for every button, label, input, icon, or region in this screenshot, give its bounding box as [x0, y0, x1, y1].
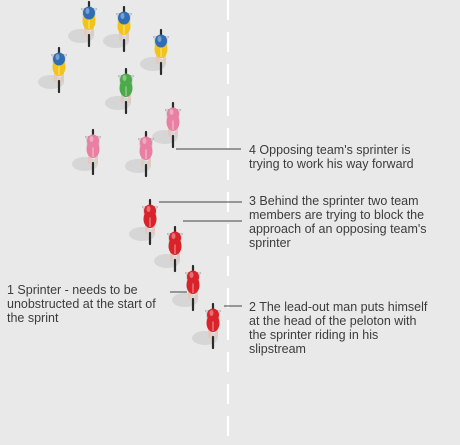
- rider-shadow: [105, 96, 131, 110]
- annotation-1-line-2: unobstructed at the start of: [7, 297, 156, 311]
- rider-shadow: [125, 159, 151, 173]
- helmet-highlight: [157, 36, 162, 42]
- rider-red-1: [129, 198, 158, 246]
- annotation-2: 2 The lead-out man puts himself at the h…: [249, 300, 427, 356]
- helmet: [118, 11, 130, 25]
- helmet: [169, 231, 181, 245]
- helmet-highlight: [142, 138, 147, 144]
- helmet: [83, 6, 95, 20]
- helmet: [207, 308, 219, 322]
- helmet-highlight: [85, 8, 90, 14]
- rider-yellow-2: [103, 5, 132, 53]
- leader-lines: [159, 148, 242, 307]
- helmet: [155, 34, 167, 48]
- helmet: [167, 107, 179, 121]
- annotation-4: 4 Opposing team's sprinter is trying to …: [249, 143, 414, 171]
- annotation-3-line-2: members are trying to block the: [249, 208, 425, 222]
- rider-shadow: [68, 29, 94, 43]
- annotation-4-line-1: 4 Opposing team's sprinter is: [249, 143, 411, 157]
- rider-shadow: [172, 293, 198, 307]
- rider-shadow: [152, 130, 178, 144]
- annotation-1-line-1: 1 Sprinter - needs to be: [7, 283, 138, 297]
- helmet: [140, 136, 152, 150]
- helmet-highlight: [146, 206, 151, 212]
- annotation-2-line-1: 2 The lead-out man puts himself: [249, 300, 428, 314]
- helmet-highlight: [55, 54, 60, 60]
- annotation-2-line-4: slipstream: [249, 342, 306, 356]
- rider-pink-1: [152, 101, 181, 149]
- helmet-highlight: [171, 233, 176, 239]
- rider-yellow-4: [38, 46, 67, 94]
- helmet-highlight: [189, 272, 194, 278]
- annotation-4-line-2: trying to work his way forward: [249, 157, 414, 171]
- rider-shadow: [72, 157, 98, 171]
- annotation-3-line-3: approach of an opposing team's: [249, 222, 427, 236]
- annotation-1-line-3: the sprint: [7, 311, 59, 325]
- helmet: [187, 270, 199, 284]
- rider-shadow: [129, 227, 155, 241]
- rider-pink-2: [72, 128, 101, 176]
- helmet-highlight: [169, 109, 174, 115]
- annotation-2-line-2: at the head of the peloton with: [249, 314, 417, 328]
- helmet-highlight: [120, 13, 125, 19]
- annotation-2-line-3: the sprinter riding in his: [249, 328, 379, 342]
- annotation-1: 1 Sprinter - needs to be unobstructed at…: [7, 283, 156, 325]
- rider-shadow: [154, 254, 180, 268]
- helmet-highlight: [89, 136, 94, 142]
- helmet: [87, 134, 99, 148]
- rider-shadow: [103, 34, 129, 48]
- rider-yellow-1: [68, 0, 97, 48]
- rider-red-3: [172, 264, 201, 312]
- rider-red-2: [154, 225, 183, 273]
- rider-shadow: [140, 57, 166, 71]
- helmet-highlight: [209, 310, 214, 316]
- rider-shadow: [192, 331, 218, 345]
- annotation-3: 3 Behind the sprinter two team members a…: [249, 194, 427, 250]
- rider-green-1: [105, 67, 134, 115]
- rider-shadow: [38, 75, 64, 89]
- helmet-highlight: [122, 75, 127, 81]
- rider-red-4: [192, 302, 221, 350]
- helmet: [144, 204, 156, 218]
- helmet: [120, 73, 132, 87]
- rider-pink-3: [125, 130, 154, 178]
- rider-yellow-3: [140, 28, 169, 76]
- peloton: [38, 0, 221, 350]
- annotation-3-line-1: 3 Behind the sprinter two team: [249, 194, 419, 208]
- annotation-3-line-4: sprinter: [249, 236, 291, 250]
- helmet: [53, 52, 65, 66]
